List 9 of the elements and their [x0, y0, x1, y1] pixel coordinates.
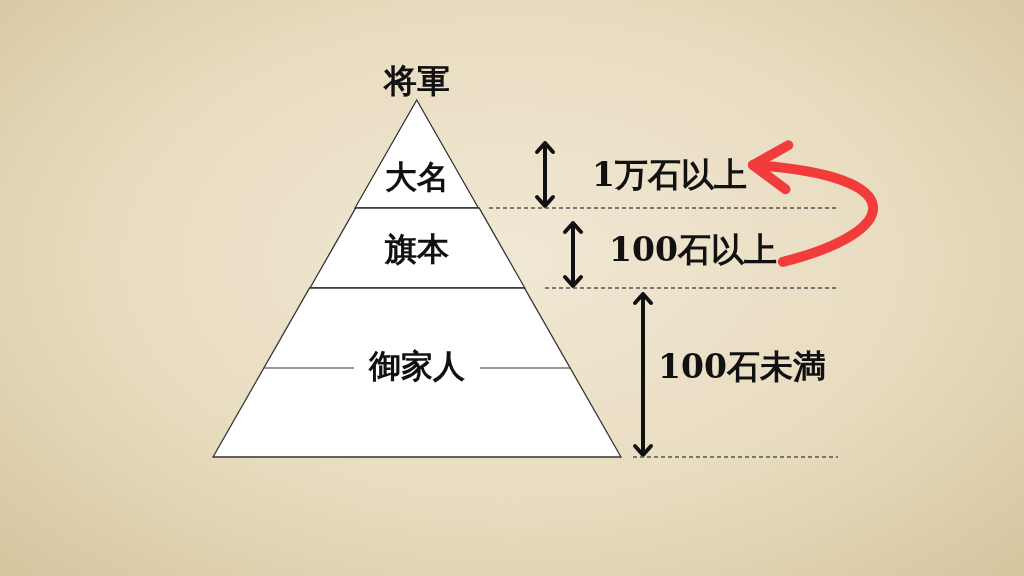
tier-label: 旗本	[385, 229, 449, 269]
tier-label: 御家人	[369, 346, 465, 386]
apex-label: 将軍	[384, 61, 450, 101]
stipend-label: 1万石以上	[592, 155, 747, 195]
stipend-label: 100石未満	[658, 347, 826, 387]
curved-arrow	[747, 141, 878, 267]
tier-label: 大名	[385, 157, 449, 197]
stipend-label: 100石以上	[609, 230, 777, 270]
pyramid-tier	[355, 100, 479, 208]
